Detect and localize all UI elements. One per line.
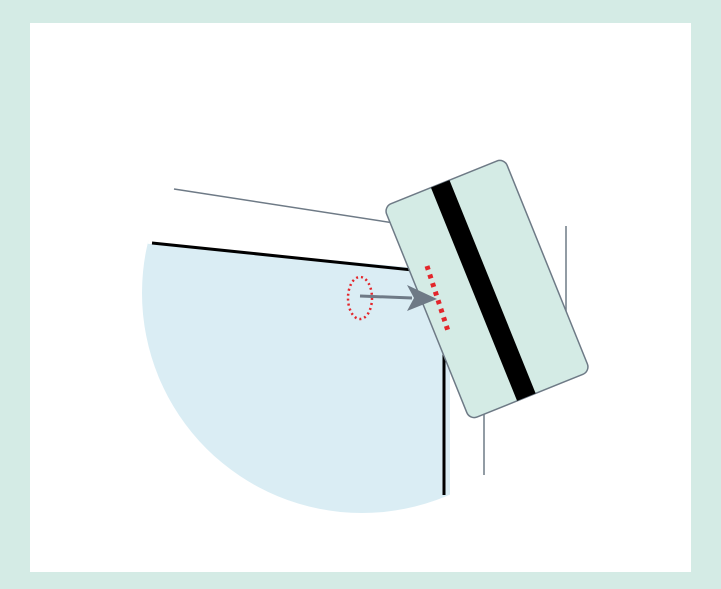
door-frame-strip	[142, 180, 440, 270]
arrow-shaft	[359, 294, 413, 300]
magnetic-stripe	[430, 180, 536, 401]
contact-highlight	[424, 265, 451, 332]
arrow-right-icon	[359, 285, 437, 311]
credit-card-icon	[385, 159, 589, 419]
dotted-ellipse-icon	[346, 275, 374, 321]
arrow-head	[407, 285, 437, 311]
door-top-edge	[151, 241, 433, 274]
frame-top-line	[173, 188, 421, 228]
